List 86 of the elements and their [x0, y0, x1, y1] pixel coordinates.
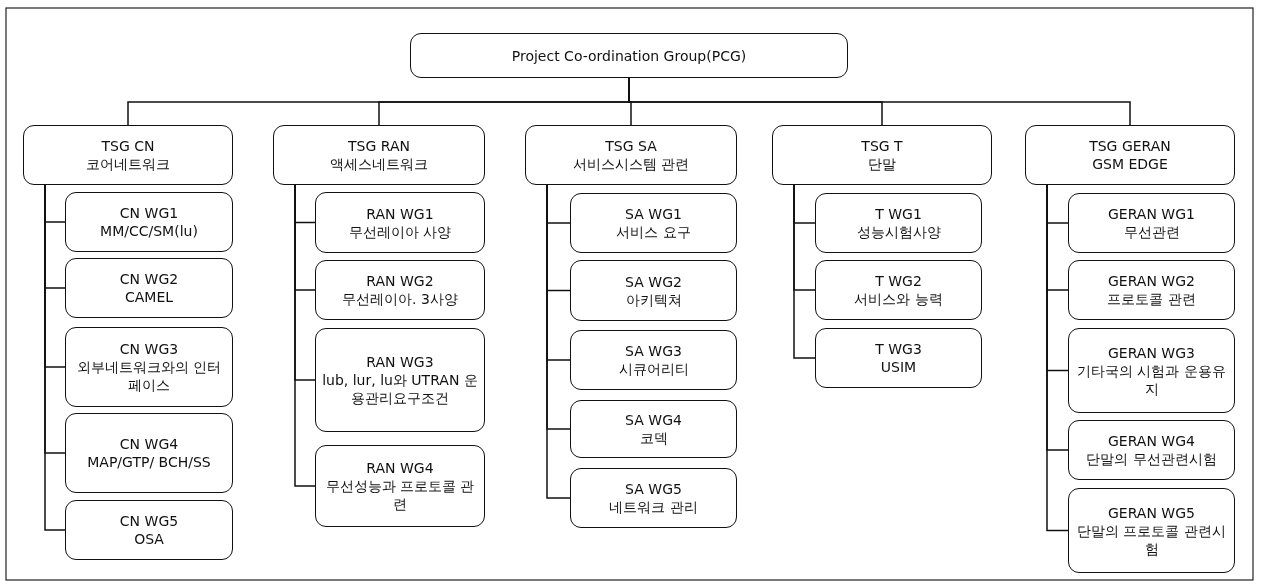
group-description: lub, lur, lu와 UTRAN 운용관리요구조건	[321, 371, 479, 407]
group-description: 네트워크 관리	[609, 498, 698, 516]
group-box	[570, 193, 737, 253]
group-name: GERAN WG2	[1108, 272, 1195, 290]
group-name: SA WG5	[625, 480, 682, 498]
group-box	[570, 400, 737, 458]
connector-line	[793, 184, 816, 359]
group-box	[65, 258, 233, 318]
group-name: CN WG3	[119, 340, 179, 358]
group-name: TSG CN	[101, 137, 155, 155]
group-name: RAN WG2	[366, 272, 434, 290]
group-description: 코어네트워크	[86, 155, 170, 173]
group-description: USIM	[880, 358, 917, 376]
group-name: TSG GERAN	[1089, 137, 1171, 155]
group-description: 단말의 프로토콜 관련시험	[1076, 521, 1227, 558]
connector-line	[546, 184, 571, 499]
group-box	[1068, 328, 1235, 413]
group-name: T WG2	[875, 272, 922, 290]
group-name: TSG SA	[605, 137, 657, 155]
group-description: 단말의 무선관련시험	[1086, 450, 1217, 468]
group-name: GERAN WG3	[1108, 343, 1195, 362]
group-name: TSG RAN	[348, 137, 410, 155]
connector-line	[294, 184, 316, 487]
group-box	[1068, 260, 1235, 320]
group-box	[315, 445, 485, 527]
group-name: T WG1	[875, 205, 922, 223]
group-box	[525, 125, 737, 185]
group-description: 시큐어리티	[618, 360, 689, 378]
group-name: RAN WG1	[366, 204, 434, 223]
group-box	[65, 192, 233, 252]
group-description: 무선레이아 사양	[348, 222, 452, 241]
group-description: 서비스 요구	[616, 223, 691, 241]
group-name: CN WG4	[119, 435, 179, 453]
group-box	[315, 192, 485, 253]
group-name: RAN WG4	[366, 459, 434, 477]
group-description: 무선레이아. 3사양	[342, 290, 458, 308]
group-box	[65, 413, 233, 493]
group-name: RAN WG3	[366, 353, 434, 371]
group-box	[815, 260, 982, 320]
group-box	[570, 330, 737, 390]
group-description: 코덱	[639, 429, 668, 447]
group-box	[772, 125, 992, 185]
group-box	[23, 125, 233, 185]
group-box	[1068, 193, 1235, 253]
group-name: Project Co-ordination Group(PCG)	[511, 46, 747, 65]
group-name: GERAN WG1	[1108, 205, 1195, 223]
group-name: CN WG2	[119, 270, 179, 288]
group-box	[1068, 420, 1235, 480]
group-description: 무선관련	[1123, 223, 1180, 241]
group-name: SA WG4	[625, 411, 682, 429]
group-description: MAP/GTP/ BCH/SS	[87, 453, 211, 471]
group-description: 서비스시스템 관련	[572, 155, 690, 173]
group-description: CAMEL	[124, 288, 174, 306]
group-description: 무선성능과 프로토콜 관련	[324, 477, 476, 513]
group-box	[273, 125, 485, 185]
group-description: 서비스와 능력	[854, 290, 943, 308]
group-description: MM/CC/SM(lu)	[100, 222, 198, 240]
group-box	[570, 260, 737, 321]
group-description: 아키텍쳐	[625, 290, 682, 309]
group-description: 성능시험사양	[856, 223, 941, 241]
group-box	[410, 33, 848, 78]
group-description: GSM EDGE	[1092, 155, 1168, 173]
group-description: OSA	[134, 530, 164, 548]
group-description: 기타국의 시험과 운용유지	[1076, 361, 1227, 398]
group-box	[1068, 488, 1235, 573]
group-name: TSG T	[861, 137, 903, 155]
group-name: CN WG5	[119, 512, 179, 530]
group-name: SA WG1	[625, 205, 682, 223]
group-box	[65, 327, 233, 407]
group-name: GERAN WG4	[1108, 432, 1195, 450]
group-box	[315, 328, 485, 432]
group-name: SA WG2	[625, 272, 682, 291]
group-box	[815, 328, 982, 388]
group-name: SA WG3	[625, 342, 682, 360]
group-description: 단말	[868, 155, 896, 173]
group-description: 프로토콜 관련	[1107, 290, 1196, 308]
group-box	[815, 193, 982, 253]
group-description: 액세스네트워크	[330, 155, 428, 173]
group-name: CN WG1	[119, 204, 179, 222]
group-box	[1025, 125, 1235, 185]
group-name: GERAN WG5	[1108, 503, 1195, 522]
group-box	[570, 468, 737, 528]
group-description: 외부네트워크와의 인터페이스	[75, 358, 223, 394]
group-box	[315, 260, 485, 320]
group-box	[65, 500, 233, 560]
group-name: T WG3	[875, 340, 922, 358]
